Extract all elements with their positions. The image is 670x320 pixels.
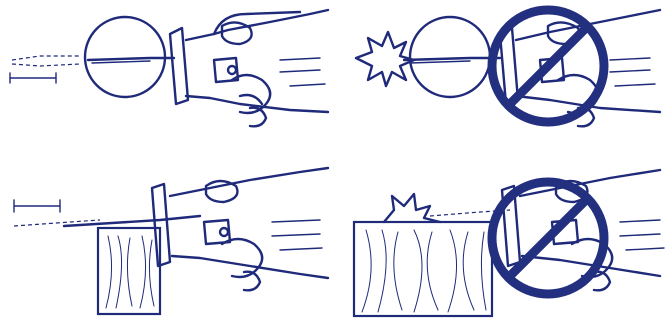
panel-bottom-left (14, 168, 328, 314)
blade-teeth (410, 61, 470, 63)
measure-arrow (10, 73, 56, 83)
break-starburst-icon (384, 194, 440, 222)
blade-outline-dashed (12, 56, 80, 66)
saw-with-hand (170, 168, 328, 290)
panel-top-left (10, 10, 328, 126)
saw-blade (404, 58, 500, 60)
panel-bottom-right (354, 170, 664, 316)
wood-block (98, 228, 160, 314)
blade-teeth (92, 61, 150, 63)
wood-block (354, 222, 492, 316)
saw-with-hand (186, 10, 328, 126)
saw-blade (88, 58, 174, 60)
panel-top-right (356, 10, 660, 126)
measure-arrow (14, 200, 60, 212)
